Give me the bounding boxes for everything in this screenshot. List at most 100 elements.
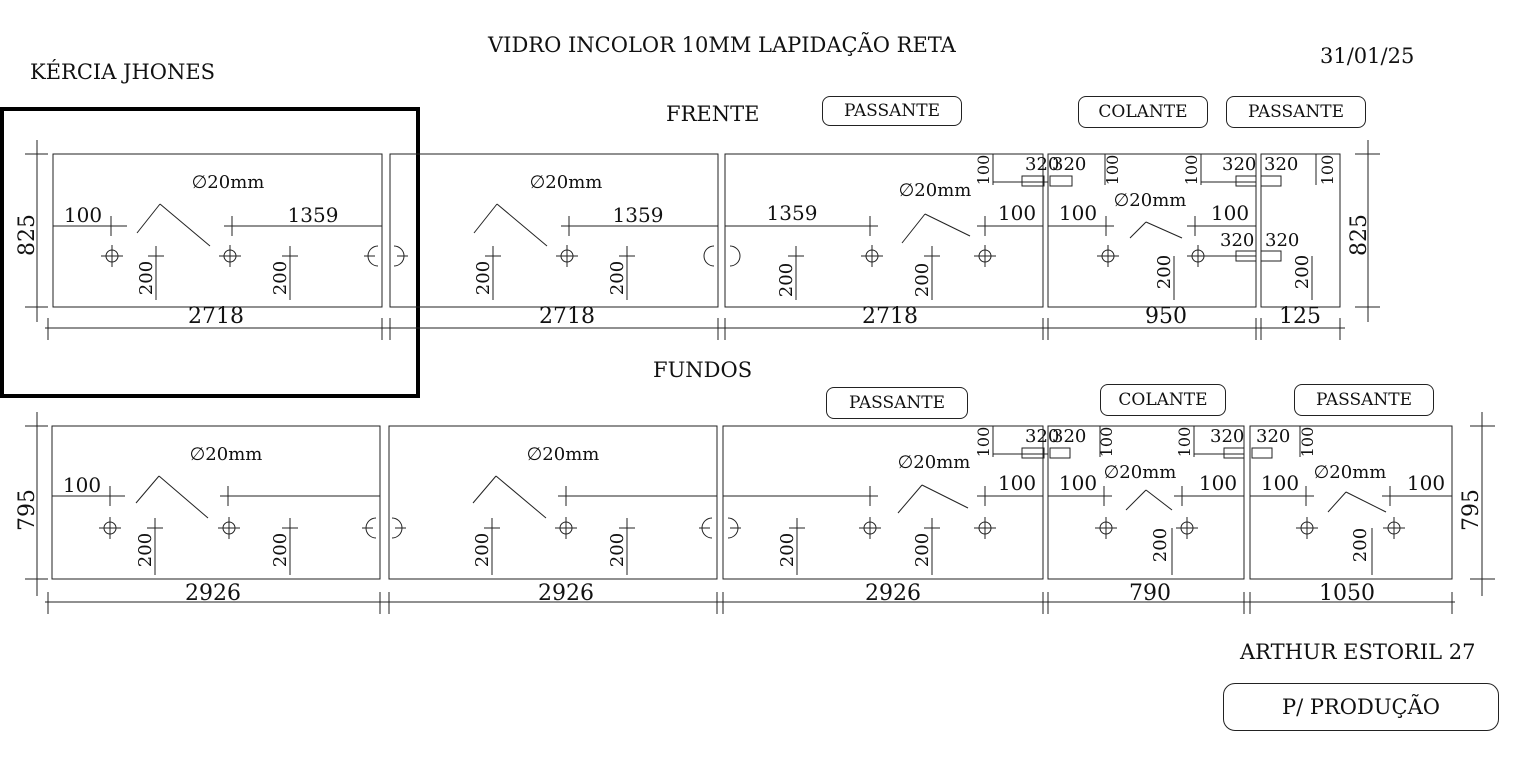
- glass-panel-front: [1260, 153, 1341, 308]
- hinge-offset-label: 100: [64, 203, 102, 227]
- date-label: 31/01/25: [1320, 44, 1415, 68]
- notch-width-label: 320: [1052, 426, 1086, 447]
- offset-label: 1359: [613, 203, 664, 227]
- notch-width-label: 320: [1052, 154, 1086, 175]
- hole-diameter-label: ∅20mm: [530, 172, 603, 193]
- angle-line: [1125, 489, 1147, 511]
- angle-line: [136, 203, 161, 234]
- notch-width-label: 320: [1025, 154, 1059, 175]
- angle-line: [1327, 491, 1347, 513]
- back-tag-passante-2: PASSANTE: [1294, 384, 1434, 416]
- hole-diameter-label: ∅20mm: [1114, 190, 1187, 211]
- drill-offset-label: 200: [270, 533, 291, 567]
- angle-line: [473, 203, 498, 234]
- glass-panel-front: [52, 153, 383, 308]
- offset-label: 1359: [767, 201, 818, 225]
- front-tag-passante-1: PASSANTE: [822, 96, 962, 126]
- width-label-front: 950: [1145, 304, 1187, 329]
- notch-depth-label: 100: [974, 155, 993, 186]
- hinge-offset-label: 100: [1407, 471, 1445, 495]
- height-label-front: 825: [15, 214, 40, 256]
- angle-line: [1145, 221, 1183, 239]
- drill-offset-label: 200: [1292, 255, 1313, 289]
- drill-offset-label: 200: [1350, 528, 1371, 562]
- angle-line: [135, 475, 160, 504]
- hole-diameter-label: ∅20mm: [190, 444, 263, 465]
- hinge-offset-label: 100: [1059, 201, 1097, 225]
- hinge-notch: [1021, 447, 1045, 459]
- height-label-back-right: 795: [1459, 489, 1484, 531]
- section-label-front: FRENTE: [666, 102, 760, 126]
- hinge-offset-label: 100: [998, 471, 1036, 495]
- notch-depth-label: 100: [1318, 155, 1337, 186]
- angle-line: [901, 213, 926, 244]
- hinge-offset-label: 100: [63, 473, 101, 497]
- notch-depth-label: 100: [974, 427, 993, 458]
- hinge-offset-label: 100: [1261, 471, 1299, 495]
- angle-line: [1145, 489, 1173, 511]
- drawing-title: VIDRO INCOLOR 10MM LAPIDAÇÃO RETA: [488, 33, 956, 57]
- angle-line: [1129, 221, 1147, 239]
- angle-line: [496, 203, 548, 247]
- drill-offset-label: 200: [473, 261, 494, 295]
- notch-width-label: 320: [1265, 230, 1299, 251]
- drill-offset-label: 200: [776, 263, 797, 297]
- glass-panel-front: [724, 153, 1044, 308]
- hinge-notch: [1235, 250, 1257, 262]
- width-label-front: 2718: [188, 304, 244, 329]
- hinge-offset-label: 100: [1211, 201, 1249, 225]
- drill-offset-label: 200: [270, 261, 291, 295]
- hole-diameter-label: ∅20mm: [899, 180, 972, 201]
- drill-offset-label: 200: [912, 263, 933, 297]
- hole-diameter-label: ∅20mm: [527, 444, 600, 465]
- highlight-box: [0, 107, 420, 398]
- glass-panel-front: [389, 153, 719, 308]
- angle-line: [158, 475, 209, 519]
- back-tag-colante: COLANTE: [1100, 384, 1226, 416]
- width-label-front: 2718: [539, 304, 595, 329]
- section-label-back: FUNDOS: [653, 358, 753, 382]
- width-label-back: 1050: [1319, 581, 1375, 606]
- angle-line: [897, 484, 923, 514]
- drill-offset-label: 200: [607, 533, 628, 567]
- drill-offset-label: 200: [777, 533, 798, 567]
- notch-width-label: 320: [1264, 154, 1298, 175]
- hinge-notch: [1049, 175, 1073, 187]
- hinge-notch: [1235, 175, 1257, 187]
- client-name: KÉRCIA JHONES: [30, 60, 216, 84]
- notch-depth-label: 100: [1175, 427, 1194, 458]
- notch-width-label: 320: [1220, 230, 1254, 251]
- notch-cutout: [703, 245, 741, 267]
- hinge-offset-label: 100: [1059, 471, 1097, 495]
- hole-diameter-label: ∅20mm: [1314, 462, 1387, 483]
- angle-line: [472, 475, 497, 504]
- angle-line: [159, 203, 211, 247]
- drill-offset-label: 200: [1154, 255, 1175, 289]
- angle-line: [921, 484, 969, 509]
- angle-line: [1345, 491, 1387, 513]
- drill-offset-label: 200: [472, 533, 493, 567]
- hinge-offset-label: 100: [998, 201, 1036, 225]
- glass-panel-back: [722, 425, 1044, 580]
- width-label-back: 2926: [185, 581, 241, 606]
- glass-panel-back: [1047, 425, 1245, 580]
- width-label-front: 2718: [862, 304, 918, 329]
- notch-width-label: 320: [1025, 426, 1059, 447]
- notch-width-label: 320: [1222, 154, 1256, 175]
- height-label-front-right: 825: [1347, 214, 1372, 256]
- hole-diameter-label: ∅20mm: [898, 452, 971, 473]
- front-tag-passante-2: PASSANTE: [1226, 96, 1366, 128]
- hinge-offset-label: 100: [1199, 471, 1237, 495]
- status-badge: P/ PRODUÇÃO: [1223, 683, 1499, 731]
- hole-diameter-label: ∅20mm: [192, 172, 265, 193]
- hinge-notch: [1260, 175, 1282, 187]
- address-label: ARTHUR ESTORIL 27: [1240, 640, 1476, 664]
- notch-width-label: 320: [1210, 426, 1244, 447]
- back-tag-passante-1: PASSANTE: [826, 387, 968, 419]
- glass-panel-back: [51, 425, 381, 580]
- width-label-back: 2926: [538, 581, 594, 606]
- width-label-back: 2926: [865, 581, 921, 606]
- notch-depth-label: 100: [1182, 155, 1201, 186]
- front-tag-colante: COLANTE: [1078, 96, 1208, 128]
